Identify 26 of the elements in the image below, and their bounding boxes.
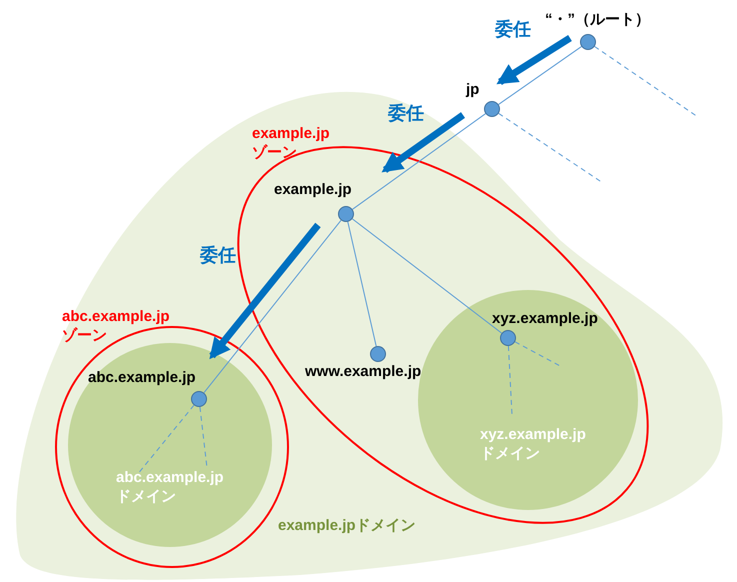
tree-line (203, 220, 342, 394)
node-label: example.jp (274, 180, 353, 199)
node-label: abc.example.jp (88, 368, 197, 387)
zone-label: example.jp ゾーン (252, 124, 331, 162)
tree-line (347, 221, 377, 347)
tree-line (498, 46, 582, 105)
node-label: www.example.jp (305, 362, 422, 381)
zone-label: abc.example.jp ゾーン (62, 307, 171, 345)
node-label: jp (466, 80, 480, 99)
dashed-line (594, 46, 698, 118)
node-label: “・”（ルート） (545, 10, 651, 29)
arrow (209, 222, 321, 360)
domain-label: abc.example.jp ドメイン (116, 468, 225, 506)
dashed-line (498, 112, 604, 184)
edge-label: 委任 (200, 244, 236, 266)
edge-label: 委任 (388, 102, 424, 124)
tree-line (352, 218, 502, 334)
arrow (382, 112, 466, 173)
arrow (496, 35, 572, 85)
dashed-line (508, 346, 512, 416)
domain-label: example.jpドメイン (278, 516, 417, 535)
node-label: xyz.example.jp (492, 309, 599, 328)
edge-label: 委任 (495, 18, 531, 40)
domain-label: xyz.example.jp ドメイン (480, 425, 587, 463)
dashed-line (199, 406, 208, 468)
tree-line (352, 113, 486, 210)
